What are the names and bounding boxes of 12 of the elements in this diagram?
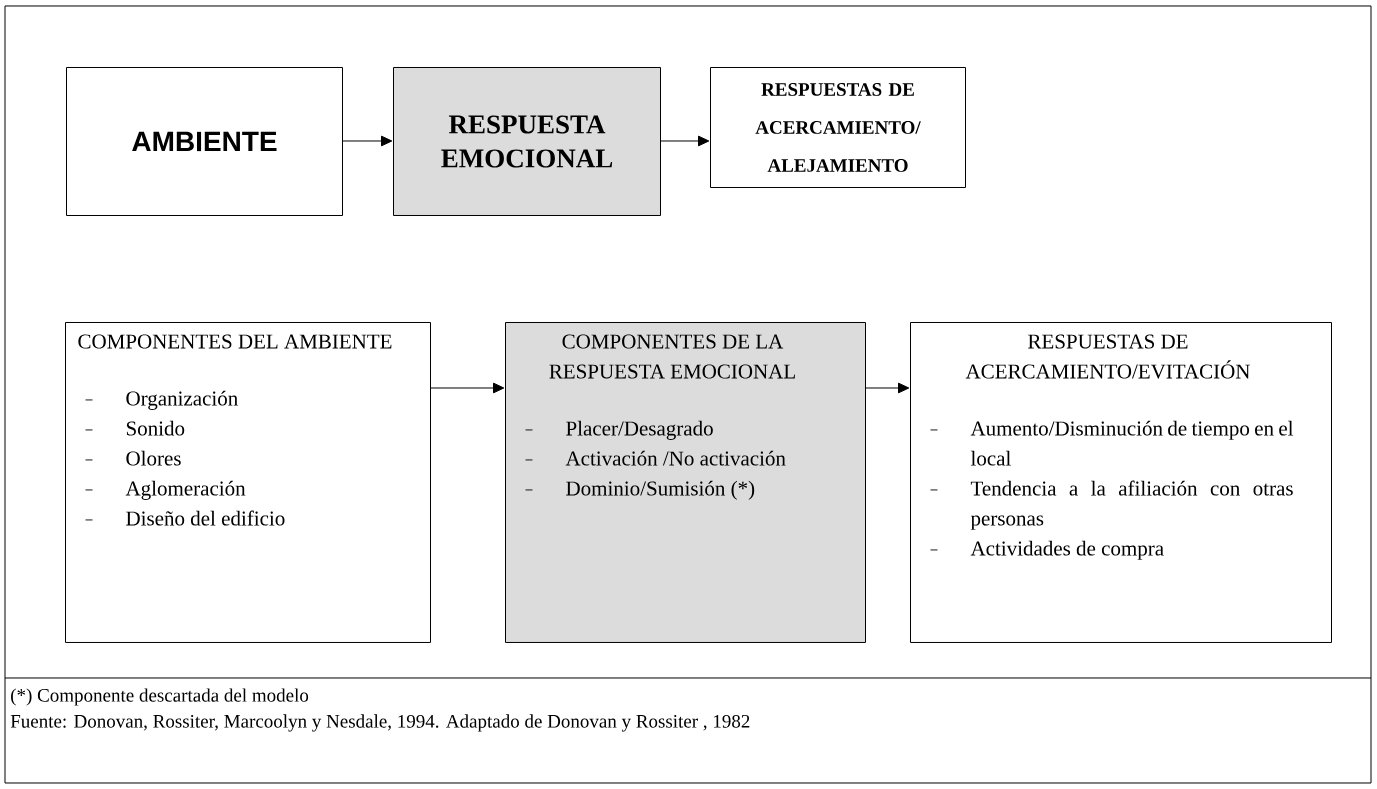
process-box: AMBIENTE	[66, 67, 343, 216]
process-box: RESPUESTA EMOCIONAL	[393, 67, 661, 216]
list-box: COMPONENTES DEL AMBIENTE Organización Sonido Olores Aglomeración Diseño del edificio	[65, 322, 431, 643]
list-box: COMPONENTES DE LA RESPUESTA EMOCIONAL Placer/Desagrado Activación /No activación Dominio/Sumisión (*)	[505, 322, 866, 643]
process-box: RESPUESTAS DE ACERCAMIENTO/ ALEJAMIENTO	[710, 67, 966, 188]
arrow	[660, 135, 710, 147]
arrow	[865, 382, 910, 394]
list-box: RESPUESTAS DE ACERCAMIENTO/EVITACIÓN Aumento/Disminución de tiempo en el local Tendencia a la afiliación con otras personas Actividades de compra	[910, 322, 1332, 643]
footnote: (*) Componente descartada del modelo	[11, 688, 309, 706]
arrow	[342, 135, 393, 147]
arrow	[430, 382, 505, 394]
footnote: Fuente: Donovan, Rossiter, Marcoolyn y Nesdale, 1994. Adaptado de Donovan y Rossiter , 1982	[10, 714, 750, 732]
